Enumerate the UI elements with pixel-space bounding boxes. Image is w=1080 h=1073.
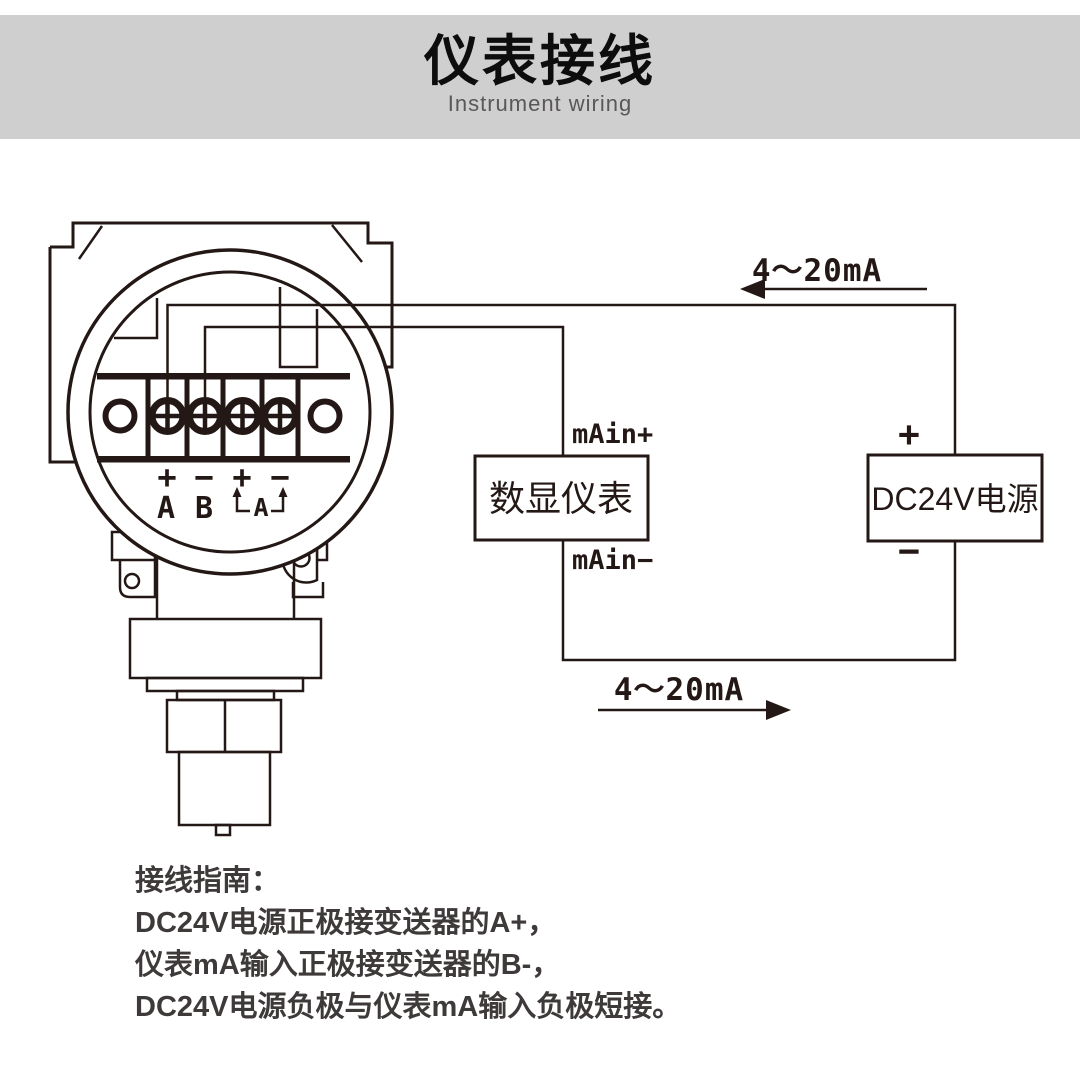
current-annotation-top: 4～20mA [740,253,927,299]
latch-plate [291,582,325,599]
flange [128,617,323,680]
bracket-label: A [253,493,268,522]
terminal-polarity-3: + [232,458,251,496]
wiring-guide-line-2: 仪表mA输入正极接变送器的B-， [135,949,561,981]
terminal-block [97,373,350,463]
current-label-top: 4～20mA [752,253,882,289]
terminal-label-b: B [195,491,213,526]
wiring-guide: 接线指南： DC24V电源正极接变送器的A+， 仪表mA输入正极接变送器的B-，… [135,860,681,1028]
power-plus-label: + [898,414,920,455]
terminal-polarity-2: − [194,458,213,496]
bevel-mark-right [331,224,363,263]
stem [177,750,272,827]
terminal-polarity-1: + [157,458,176,496]
process-connection [128,556,323,837]
meter-box-label: 数显仪表 [489,478,633,519]
terminal-screw-4 [261,397,299,435]
neck [155,556,296,619]
wire-return-loop [561,540,957,662]
meter-box: 数显仪表 [473,454,650,542]
wiring-guide-line-1: DC24V电源正极接变送器的A+， [135,907,557,939]
meter-input-minus-label: mAin− [572,545,653,576]
washer [175,689,276,702]
terminal-label-a: A [157,491,175,526]
page-title: 仪表接线 [423,30,656,92]
terminal-labels: + − + − A B A [157,458,290,526]
terminal-polarity-4: − [270,458,289,496]
wire-b-minus-to-meter [203,325,565,456]
current-label-bottom: 4～20mA [614,672,744,708]
power-box: DC24V电源 [866,453,1044,543]
sensor-tip [214,823,232,837]
left-bracket-hole [123,572,141,590]
arrow-right-head [766,700,791,720]
wiring-guide-heading: 接线指南： [135,865,281,897]
power-box-label: DC24V电源 [871,481,1038,517]
terminal-screw-2 [186,397,224,435]
wiring-guide-line-3: DC24V电源负极与仪表mA输入负极短接。 [135,991,682,1023]
current-annotation-bottom: 4～20mA [598,672,791,720]
flange-step [145,676,305,693]
terminal-screw-3 [223,397,262,435]
wires [166,303,957,662]
header-band: 仪表接线 Instrument wiring [0,15,1080,139]
left-bracket-plate [118,560,157,599]
page-subtitle: Instrument wiring [447,91,633,116]
power-minus-label: − [898,531,920,572]
bracket-annotation: A [232,487,288,522]
mount-hole-left [102,398,138,434]
wire-a-plus-to-power [166,303,957,455]
meter-input-plus-label: mAin+ [572,419,653,450]
mount-hole-right [307,398,343,434]
arrow-left-head [740,279,765,299]
terminal-screw-1 [148,397,187,435]
bevel-mark-left [77,225,104,260]
